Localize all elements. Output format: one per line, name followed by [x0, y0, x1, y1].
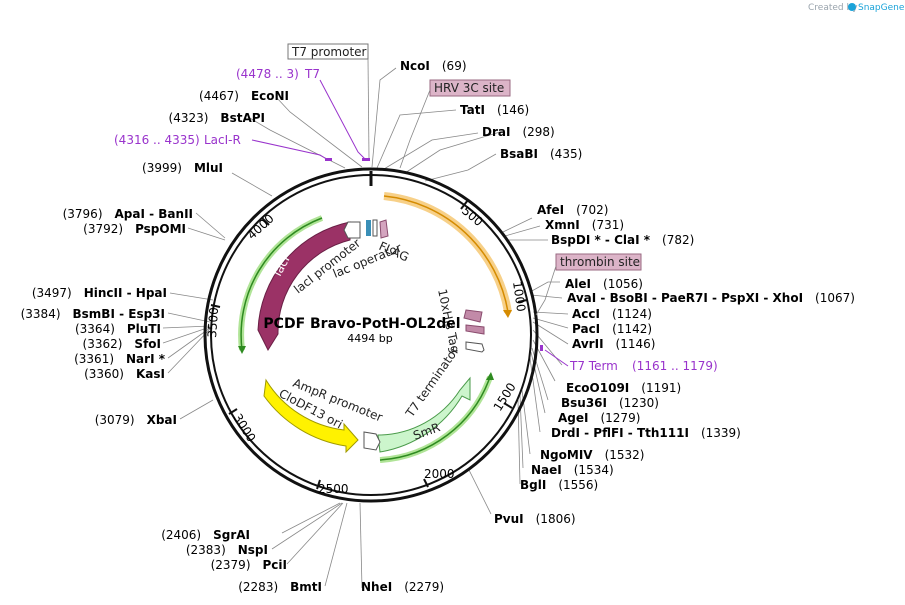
site-label[interactable]: (2283)BmtI: [238, 580, 322, 594]
t7-terminator-feature: [465, 341, 485, 353]
site-label[interactable]: (3796)ApaI - BanII: [63, 207, 193, 221]
site-label[interactable]: AvaI - BsoBI - PaeR7I - PspXI - XhoI(106…: [567, 291, 855, 305]
site-label[interactable]: NcoI(69): [400, 59, 467, 73]
smr-orf-line: [379, 376, 491, 461]
site-label[interactable]: (3999)MluI: [142, 161, 223, 175]
site-label[interactable]: DrdI - PflFI - Tth111I(1339): [551, 426, 741, 440]
site-label[interactable]: EcoO109I(1191): [566, 381, 681, 395]
laci-r-range: (4316 .. 4335): [114, 133, 200, 147]
t7-primer-range: (4478 .. 3): [236, 67, 299, 81]
backbone-outer-ring: [203, 167, 539, 503]
site-label[interactable]: DraI(298): [482, 125, 555, 139]
site-label[interactable]: PacI(1142): [572, 322, 652, 336]
orf-line-orange: [383, 195, 509, 313]
site-label[interactable]: AvrII(1146): [572, 337, 655, 351]
tick-label: 1000: [510, 280, 528, 312]
site-label[interactable]: AccI(1124): [572, 307, 652, 321]
site-label[interactable]: TatI(146): [460, 103, 529, 117]
laci-feature: [257, 221, 351, 352]
ampr-promoter-feature: [363, 431, 381, 451]
site-label[interactable]: (4467)EcoNI: [199, 89, 289, 103]
site-label[interactable]: (3360)KasI: [84, 367, 165, 381]
flag-feature: [379, 219, 389, 239]
smr-orf-arrow: [486, 372, 494, 380]
t7-promoter-box: T7 promoter: [287, 43, 369, 60]
right-restriction-sites: NcoI(69) TatI(146) DraI(298) BsaBI(435) …: [361, 59, 855, 594]
site-label[interactable]: BsaBI(435): [500, 147, 582, 161]
site-label[interactable]: XmnI(731): [545, 218, 624, 232]
t7-primer-mark: [362, 158, 370, 161]
thrombin-box: thrombin site: [555, 253, 642, 271]
left-restriction-sites: (4467)EcoNI (4323)BstAPI (3999)MluI (379…: [21, 89, 322, 594]
snapgene-logo-icon: [848, 3, 856, 11]
laci-orf-line: [240, 217, 323, 351]
tick-label: 3500: [205, 307, 221, 338]
plasmid-size: 4494 bp: [347, 332, 392, 345]
site-label[interactable]: (3384)BsmBI - Esp3I: [21, 307, 165, 321]
site-label[interactable]: NheI(2279): [361, 580, 444, 594]
snapgene-credit: Created by SnapGene: [808, 3, 905, 13]
site-label[interactable]: (3364)PluTI: [75, 322, 161, 336]
site-label[interactable]: Bsu36I(1230): [561, 396, 659, 410]
t7-promoter-feature: [372, 219, 378, 237]
site-label[interactable]: (2383)NspI: [186, 543, 268, 557]
orf-arrow-orange: [503, 310, 512, 318]
site-label[interactable]: PvuI(1806): [494, 512, 576, 526]
smr-feature: [377, 376, 471, 453]
laci-r-name: LacI-R: [204, 133, 241, 147]
site-label[interactable]: BspDI * - ClaI *(782): [551, 233, 694, 247]
t7-primer-name: T7: [304, 67, 320, 81]
site-label[interactable]: (3361)NarI *: [74, 352, 166, 366]
site-label[interactable]: AfeI(702): [537, 203, 608, 217]
t7-term-name: T7 Term: [569, 359, 618, 373]
laci-promoter-feature: [343, 221, 361, 239]
site-label[interactable]: (2379)PciI: [211, 558, 287, 572]
site-label[interactable]: (3497)HincII - HpaI: [32, 286, 167, 300]
laci-r-mark: [325, 158, 332, 161]
hrv3c-box: HRV 3C site: [429, 79, 511, 97]
t7-promoter-label: T7 promoter: [291, 45, 367, 59]
site-label[interactable]: (3362)SfoI: [83, 337, 161, 351]
thrombin-feature: [463, 309, 483, 323]
site-label[interactable]: NgoMIV(1532): [540, 448, 644, 462]
site-label[interactable]: BglI(1556): [520, 478, 598, 492]
site-label[interactable]: (3792)PspOMI: [83, 222, 186, 236]
site-label[interactable]: (2406)SgrAI: [161, 528, 250, 542]
tick-label: 4000: [245, 211, 277, 242]
t7-term-range: (1161 .. 1179): [632, 359, 718, 373]
hrv3c-label: HRV 3C site: [434, 81, 504, 95]
thrombin-label: thrombin site: [560, 255, 640, 269]
plasmid-name: PCDF Bravo-PotH-OL2del: [263, 316, 460, 332]
tick-label: 2500: [318, 482, 349, 496]
site-label[interactable]: AleI(1056): [565, 277, 643, 291]
site-label[interactable]: (3079)XbaI: [95, 413, 177, 427]
tick-label: 2000: [424, 467, 455, 481]
site-label[interactable]: (4323)BstAPI: [169, 111, 265, 125]
his-tag-feature: [465, 324, 485, 335]
scale-ticks: [210, 199, 528, 490]
lac-operator-feature: [366, 220, 371, 236]
site-label[interactable]: AgeI(1279): [558, 411, 640, 425]
credit-text: Created by: [808, 3, 858, 13]
credit-brand: SnapGene: [858, 3, 905, 13]
t7-term-mark: [540, 345, 543, 351]
tick-label: 1500: [491, 380, 519, 413]
site-label[interactable]: NaeI(1534): [531, 463, 614, 477]
laci-orf-arrow: [238, 346, 246, 354]
clodf13-ori-feature: [263, 378, 359, 454]
